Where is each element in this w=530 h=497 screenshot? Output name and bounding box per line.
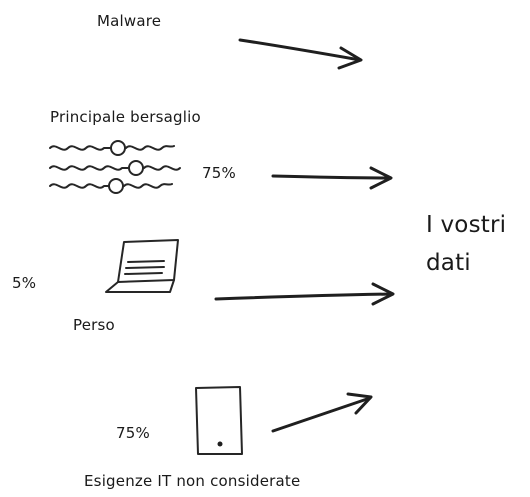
data-title-line-1: I vostri xyxy=(426,212,507,238)
data-title-line-2: dati xyxy=(426,250,471,276)
network-flow-icon xyxy=(49,140,181,194)
it-needs-label: Esigenze IT non considerate xyxy=(84,472,301,490)
tablet-icon xyxy=(195,386,243,455)
data-title: I vostri dati xyxy=(426,206,506,282)
target-label: Principale bersaglio xyxy=(50,108,201,126)
target-percentage: 75% xyxy=(202,164,236,182)
laptop-icon xyxy=(105,239,179,293)
lost-percentage: 5% xyxy=(12,274,37,292)
it-needs-percentage: 75% xyxy=(116,424,150,442)
malware-label: Malware xyxy=(97,12,162,30)
lost-label: Perso xyxy=(73,316,115,334)
